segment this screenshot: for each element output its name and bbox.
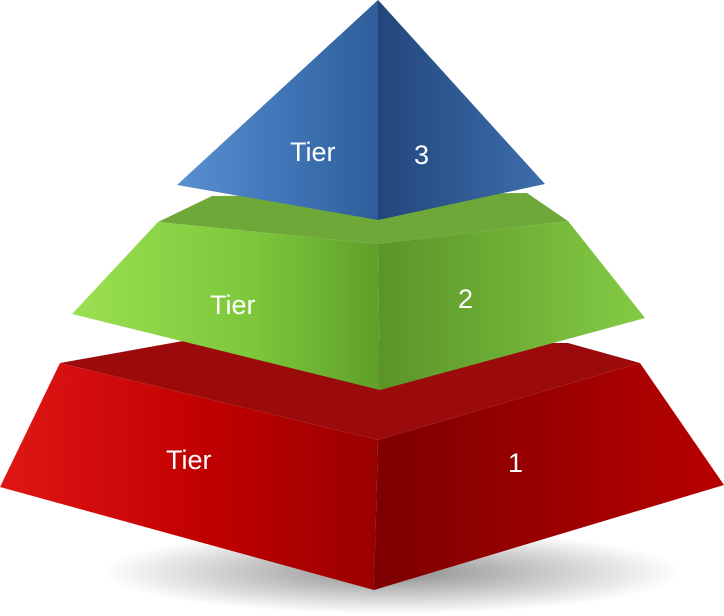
tier-3-front-face [177, 0, 378, 220]
tier-1: Tier 1 [0, 341, 724, 590]
tier-1-front-face [0, 363, 378, 590]
tier-1-label-right: 1 [508, 448, 523, 478]
tier-2-label-left: Tier [210, 290, 256, 320]
tier-2-front-face [72, 222, 380, 390]
tier-3-label-left: Tier [290, 137, 336, 167]
tier-2-side-face [378, 221, 645, 390]
tier-3: Tier 3 [177, 0, 545, 220]
tier-3-label-right: 3 [414, 140, 429, 170]
tier-3-side-face [378, 0, 545, 220]
tier-2: Tier 2 [72, 193, 645, 390]
tier-1-label-left: Tier [166, 445, 212, 475]
tier-2-label-right: 2 [458, 284, 473, 314]
tier-2-top-face [158, 193, 568, 244]
tier-1-top-face [60, 341, 640, 440]
tier-1-side-face [374, 363, 724, 590]
